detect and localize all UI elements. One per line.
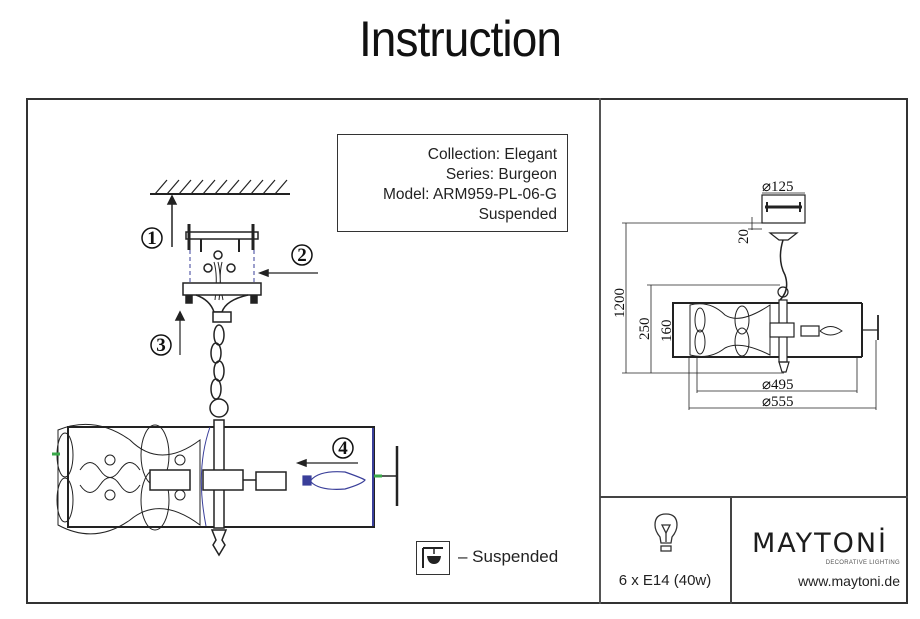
dim-canopy-height: 20 [736, 229, 752, 244]
step-2-label: 2 [297, 245, 307, 266]
brand-tagline: DECORATIVE LIGHTING [825, 560, 900, 566]
type-label: Suspended [478, 206, 557, 223]
step-3-label: 3 [156, 335, 166, 356]
ceiling-hatch [154, 179, 288, 195]
shade-ornament-small [689, 303, 771, 357]
chain [209, 324, 229, 418]
suspended-mount-icon [416, 541, 450, 575]
collection-label: Collection: Elegant [427, 146, 557, 163]
assembly-drawing: 1 2 3 4 [52, 179, 399, 557]
panel-divider [599, 98, 601, 604]
spec-box-divider [730, 496, 732, 604]
candle-bulb [302, 471, 366, 490]
series-label: Series: Burgeon [445, 166, 557, 183]
model-label: Model: ARM959-PL-06-G [382, 186, 557, 203]
shade-ornament [56, 423, 201, 535]
step-1-label: 1 [147, 228, 157, 249]
bulb-spec-label: 6 x E14 (40w) [618, 572, 712, 589]
brand-logo: MAYTONİ [751, 528, 889, 559]
canopy [182, 282, 262, 296]
brand-url[interactable]: www.maytoni.de [798, 573, 900, 589]
dim-body-height: 250 [637, 318, 653, 341]
legend-label: – Suspended [458, 547, 559, 566]
instruction-frame [26, 98, 908, 604]
dim-canopy-diameter: ⌀125 [762, 179, 794, 195]
dim-total-diameter: ⌀555 [762, 394, 794, 410]
page-title: Instruction [358, 11, 562, 67]
mounting-bar [185, 231, 259, 240]
step-4-label: 4 [338, 438, 348, 459]
dimension-drawing: ⌀125 20 1200 250 160 ⌀495 ⌀555 [612, 179, 879, 410]
dim-shade-height: 160 [659, 320, 675, 343]
light-bulb-icon [654, 513, 678, 552]
spec-box [600, 496, 908, 604]
product-info-box: Collection: Elegant Series: Burgeon Mode… [337, 134, 568, 232]
dim-total-height: 1200 [612, 288, 628, 318]
dim-shade-diameter: ⌀495 [762, 377, 794, 393]
